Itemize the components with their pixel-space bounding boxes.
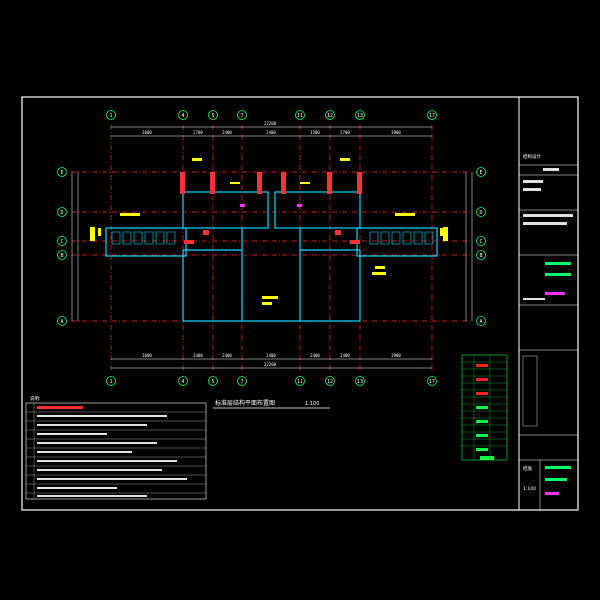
- dim-bottom-seg: 2400: [310, 353, 320, 358]
- axis-label-top: 1: [109, 113, 112, 119]
- dim-top-seg: 3900: [391, 130, 401, 135]
- dim-bottom-seg: 2400: [340, 353, 350, 358]
- axis-label-right: E: [479, 170, 482, 176]
- titleblock-marks: [522, 168, 573, 495]
- structural-plan: 22200 3600 2700 2400 2400 1500 2700 3900…: [57, 110, 486, 409]
- axis-bubbles-right: E D C B A: [476, 167, 486, 326]
- dim-bottom-seg: 3900: [391, 353, 401, 358]
- notes-heading: 说明:: [30, 395, 41, 402]
- axis-label-right: A: [479, 319, 482, 325]
- dim-top-overall: 22200: [264, 121, 277, 126]
- axis-label-left: E: [60, 170, 63, 176]
- axis-label-top: 17: [429, 113, 435, 119]
- floor-table: [461, 354, 508, 461]
- axis-label-top: 13: [357, 113, 363, 119]
- axis-bubbles-left: E D C B A: [57, 167, 67, 326]
- titleblock-drawing-no: 结施: [523, 465, 532, 472]
- dim-top-seg: 2700: [193, 130, 203, 135]
- titleblock-header: 结构设计: [523, 153, 541, 160]
- dim-top-seg: 2400: [266, 130, 276, 135]
- axis-label-top: 5: [211, 113, 214, 119]
- axis-bubbles-bottom: 1 4 5 7 11 12 13 17: [106, 376, 437, 386]
- dim-bottom-seg: 3600: [142, 353, 152, 358]
- axis-label-bottom: 12: [327, 379, 333, 385]
- dim-bottom-seg: 2400: [193, 353, 203, 358]
- dim-top-seg: 2400: [222, 130, 232, 135]
- axis-bubbles-top: 1 4 5 7 11 12 13 17: [106, 110, 437, 120]
- title-block: 结构设计 结施 1:100: [519, 153, 578, 510]
- axis-label-bottom: 1: [109, 379, 112, 385]
- axis-label-top: 12: [327, 113, 333, 119]
- drawing-title: 标准层结构平面布置图: [215, 399, 275, 407]
- drawing-scale: 1:100: [305, 401, 319, 407]
- dim-top-seg: 2700: [340, 130, 350, 135]
- dim-bottom-seg: 2400: [222, 353, 232, 358]
- dim-top-seg: 3600: [142, 130, 152, 135]
- dim-top-seg: 1500: [310, 130, 320, 135]
- dim-bottom-segments: 3600 2400 2400 2400 2400 2400 3900: [142, 353, 401, 358]
- vertical-axis-lines: [110, 125, 433, 370]
- horizontal-axis-lines: [72, 171, 470, 322]
- sheet-border: [21, 96, 579, 511]
- axis-label-left: C: [60, 239, 63, 245]
- axis-label-bottom: 11: [297, 379, 303, 385]
- axis-label-top: 4: [181, 113, 184, 119]
- axis-label-bottom: 4: [181, 379, 184, 385]
- dim-bottom-overall: 22200: [264, 362, 277, 367]
- notes-rows: [26, 403, 206, 499]
- axis-label-right: B: [479, 253, 482, 259]
- dim-bottom-seg: 2400: [266, 353, 276, 358]
- axis-label-bottom: 17: [429, 379, 435, 385]
- structural-walls: [105, 191, 438, 322]
- axis-label-left: B: [60, 253, 63, 259]
- magenta-marks: [240, 204, 302, 207]
- axis-label-bottom: 13: [357, 379, 363, 385]
- axis-label-left: A: [60, 319, 63, 325]
- notes-text-lines: [37, 406, 187, 497]
- axis-label-top: 7: [240, 113, 243, 119]
- axis-label-right: C: [479, 239, 482, 245]
- axis-label-bottom: 7: [240, 379, 243, 385]
- annotation-marks: [90, 158, 448, 305]
- notes-box: 说明:: [25, 395, 207, 500]
- columns: [180, 172, 362, 244]
- axis-label-right: D: [479, 210, 482, 216]
- axis-label-left: D: [60, 210, 63, 216]
- titleblock-scale: 1:100: [523, 486, 536, 492]
- small-cells: [111, 231, 434, 245]
- axis-label-bottom: 5: [211, 379, 214, 385]
- axis-label-top: 11: [297, 113, 303, 119]
- dim-top-segments: 3600 2700 2400 2400 1500 2700 3900: [142, 130, 401, 135]
- dimension-lines: [71, 126, 473, 369]
